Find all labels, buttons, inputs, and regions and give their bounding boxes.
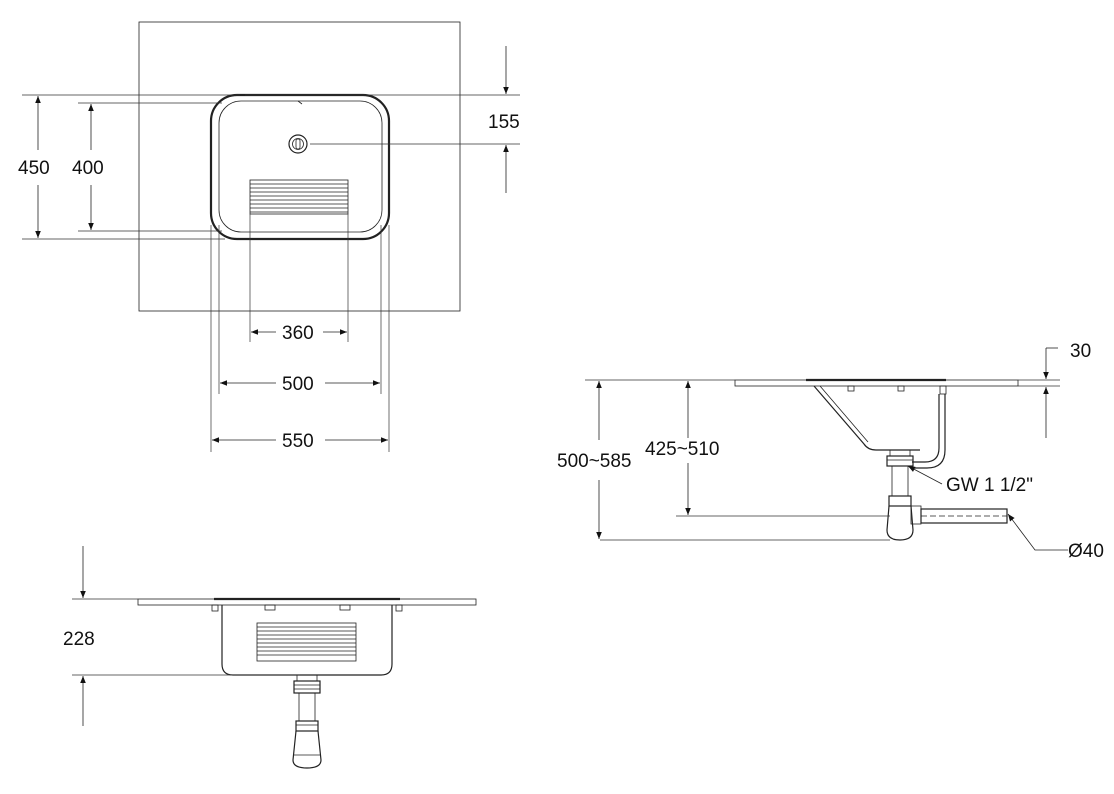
grate xyxy=(249,179,349,215)
section-view: GW 1 1/2" Ø40 30 500~585 425~510 xyxy=(557,341,1104,562)
sink-bowl-section xyxy=(813,385,920,451)
sink-bowl-front xyxy=(221,605,393,676)
dim-grate-width: 360 xyxy=(282,323,314,344)
label-thread: GW 1 1/2" xyxy=(946,475,1033,496)
top-view: 450 400 155 360 500 550 xyxy=(18,21,520,452)
label-pipe-diameter: Ø40 xyxy=(1068,541,1104,562)
drain-icon xyxy=(288,134,308,154)
drain-trap-front xyxy=(292,674,322,769)
dim-bowl-width: 500 xyxy=(282,374,314,395)
countertop-outline xyxy=(138,21,461,312)
front-view: 228 xyxy=(63,546,477,769)
dim-overall-width: 550 xyxy=(282,431,314,452)
overflow-pipe xyxy=(912,394,940,463)
dim-height-overall: 450 xyxy=(18,158,50,179)
grate-front xyxy=(256,622,357,662)
sink-bowl-inner xyxy=(218,100,383,233)
sink-rim-outer xyxy=(209,93,391,241)
dim-height-range-outer: 500~585 xyxy=(557,451,632,472)
dim-rim-thickness: 30 xyxy=(1070,341,1091,362)
dim-height-bowl: 400 xyxy=(72,158,104,179)
dim-drain-offset: 155 xyxy=(488,112,520,133)
dim-depth: 228 xyxy=(63,629,95,650)
dim-height-range-inner: 425~510 xyxy=(645,439,720,460)
